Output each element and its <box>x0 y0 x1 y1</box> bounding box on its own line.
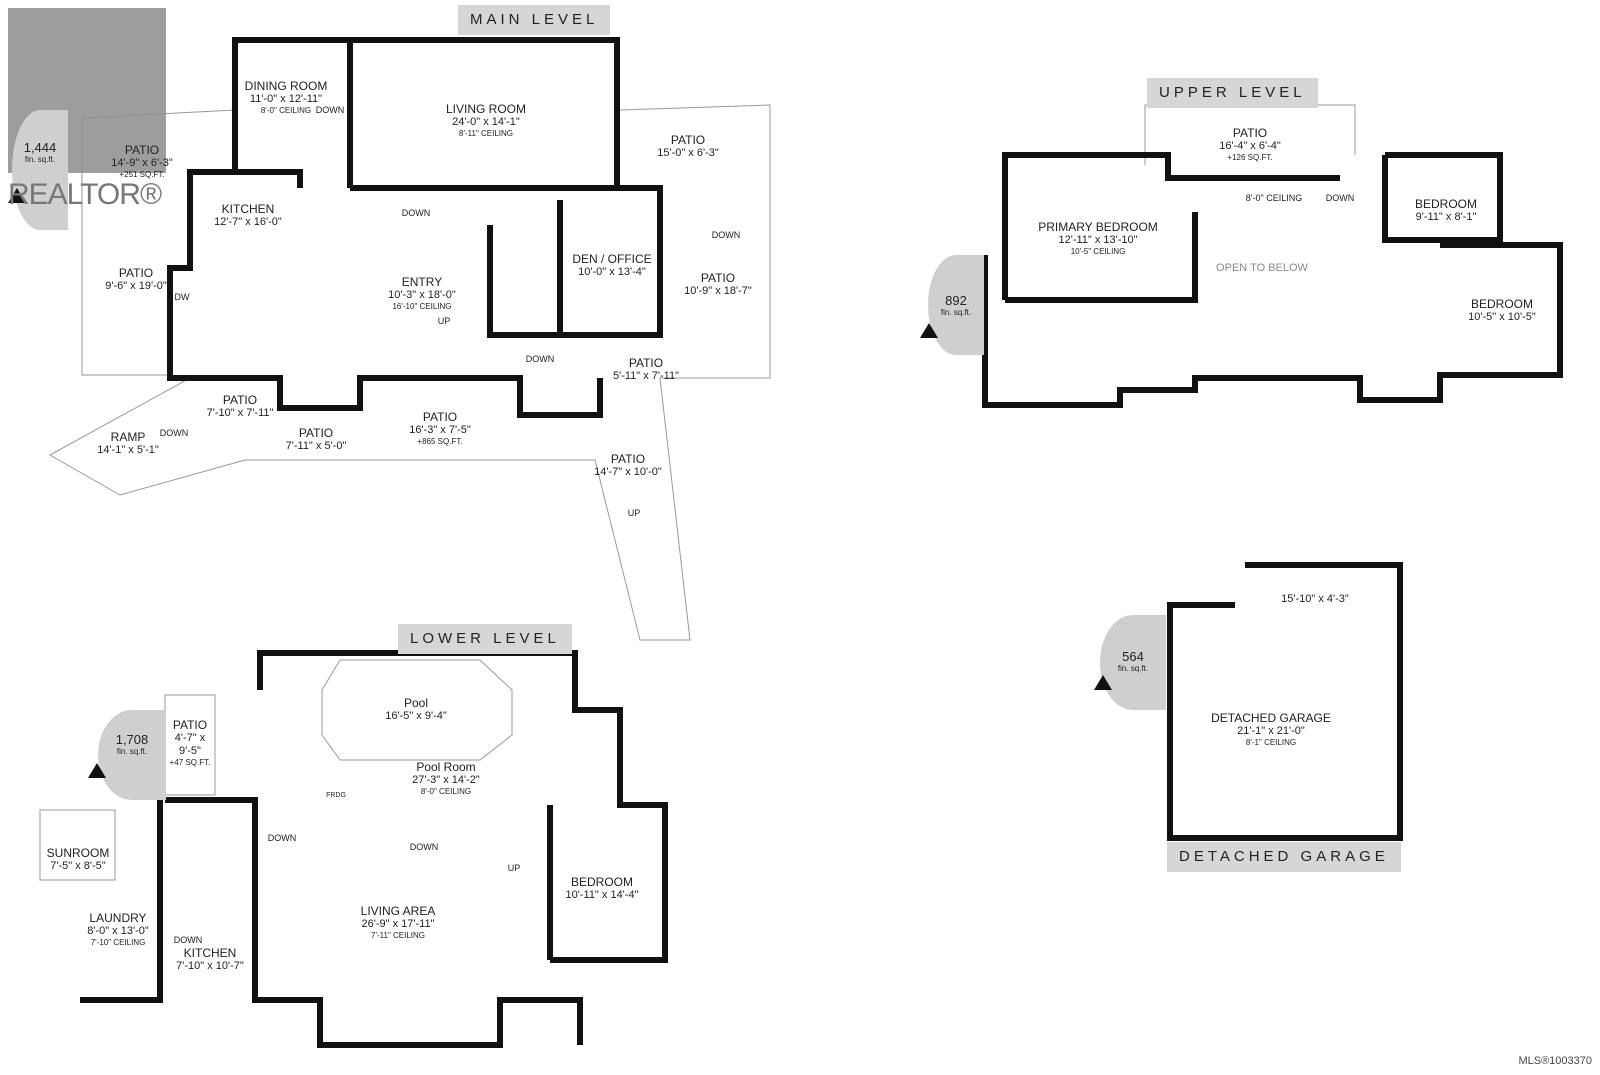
lower-level-title: LOWER LEVEL <box>398 624 572 654</box>
stairs-up-label: UP <box>627 508 641 518</box>
open-to-below-label: OPEN TO BELOW <box>1216 262 1308 274</box>
stairs-up-label: UP <box>507 863 521 873</box>
main-level-title: MAIN LEVEL <box>458 5 611 35</box>
mls-number: MLS®1003370 <box>1518 1055 1592 1067</box>
walls <box>80 37 1563 1048</box>
north-arrow-icon <box>920 323 938 338</box>
room-garage-entry: 15'-10" x 4'-3" <box>1281 593 1349 605</box>
ramp-down-label: DOWN <box>159 428 189 438</box>
stairs-down-label: DOWN <box>173 935 203 945</box>
north-arrow-icon <box>8 188 26 203</box>
stairs-up-label: UP <box>437 316 451 326</box>
stairs-down-label: DOWN <box>315 105 345 115</box>
stairs-down-label: DOWN <box>1325 193 1355 203</box>
north-arrow-icon <box>1094 675 1112 690</box>
realtor-logo-wordmark: REALTOR® <box>8 178 162 211</box>
stairs-down-label: DOWN <box>401 208 431 218</box>
stairs-down-label: DOWN <box>409 842 439 852</box>
upper-level-title: UPPER LEVEL <box>1147 78 1318 108</box>
garage-title: DETACHED GARAGE <box>1167 842 1401 872</box>
stairs-down-label: DOWN <box>711 230 741 240</box>
dishwasher-label: DW <box>174 292 190 302</box>
stairs-down-label: DOWN <box>267 833 297 843</box>
north-arrow-icon <box>88 763 106 778</box>
hall-ceiling-label: 8'-0" CEILING <box>1245 193 1303 203</box>
fridge-label: FRDG <box>326 792 346 799</box>
stairs-down-label: DOWN <box>525 354 555 364</box>
